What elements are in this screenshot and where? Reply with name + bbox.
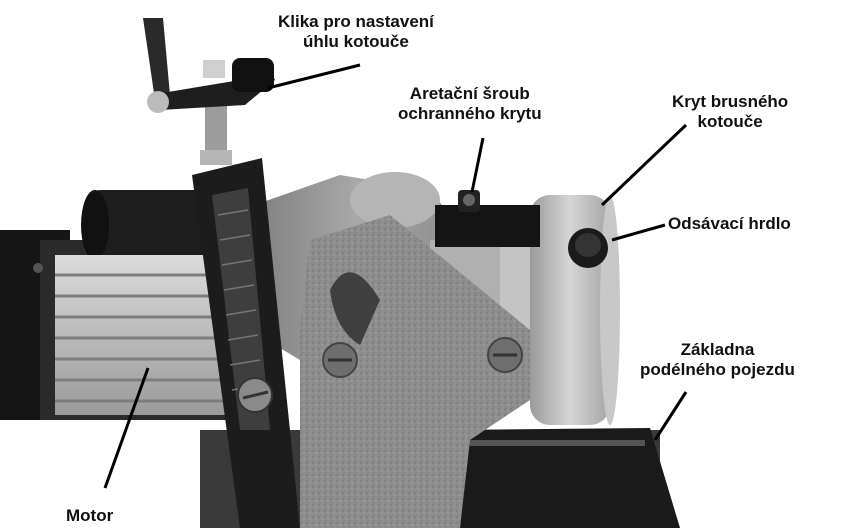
label-odsavaci-line1: Odsávací hrdlo bbox=[668, 214, 791, 233]
label-aretacni: Aretační šroub ochranného krytu bbox=[398, 84, 542, 124]
wheel-guard bbox=[530, 195, 620, 425]
guard-clamp bbox=[435, 190, 540, 247]
leader-lines bbox=[103, 63, 688, 489]
label-aretacni-line2: ochranného krytu bbox=[398, 104, 542, 123]
label-zakladna: Základna podélného pojezdu bbox=[640, 340, 795, 380]
label-zakladna-line2: podélného pojezdu bbox=[640, 360, 795, 379]
label-kryt-line1: Kryt brusného bbox=[672, 92, 789, 111]
label-klika-line2: úhlu kotouče bbox=[303, 32, 409, 51]
label-klika: Klika pro nastavení úhlu kotouče bbox=[278, 12, 434, 52]
label-klika-line1: Klika pro nastavení bbox=[278, 12, 434, 31]
swivel-bracket bbox=[300, 215, 530, 528]
angle-handle bbox=[143, 18, 275, 165]
label-motor: Motor bbox=[66, 506, 113, 526]
label-kryt-line2: kotouče bbox=[697, 112, 763, 131]
label-kryt: Kryt brusného kotouče bbox=[672, 92, 788, 132]
label-zakladna-line1: Základna bbox=[680, 340, 755, 359]
label-odsavaci: Odsávací hrdlo bbox=[668, 214, 791, 234]
label-aretacni-line1: Aretační šroub bbox=[409, 84, 530, 103]
vertical-column bbox=[192, 158, 300, 528]
label-motor-line1: Motor bbox=[66, 506, 114, 525]
